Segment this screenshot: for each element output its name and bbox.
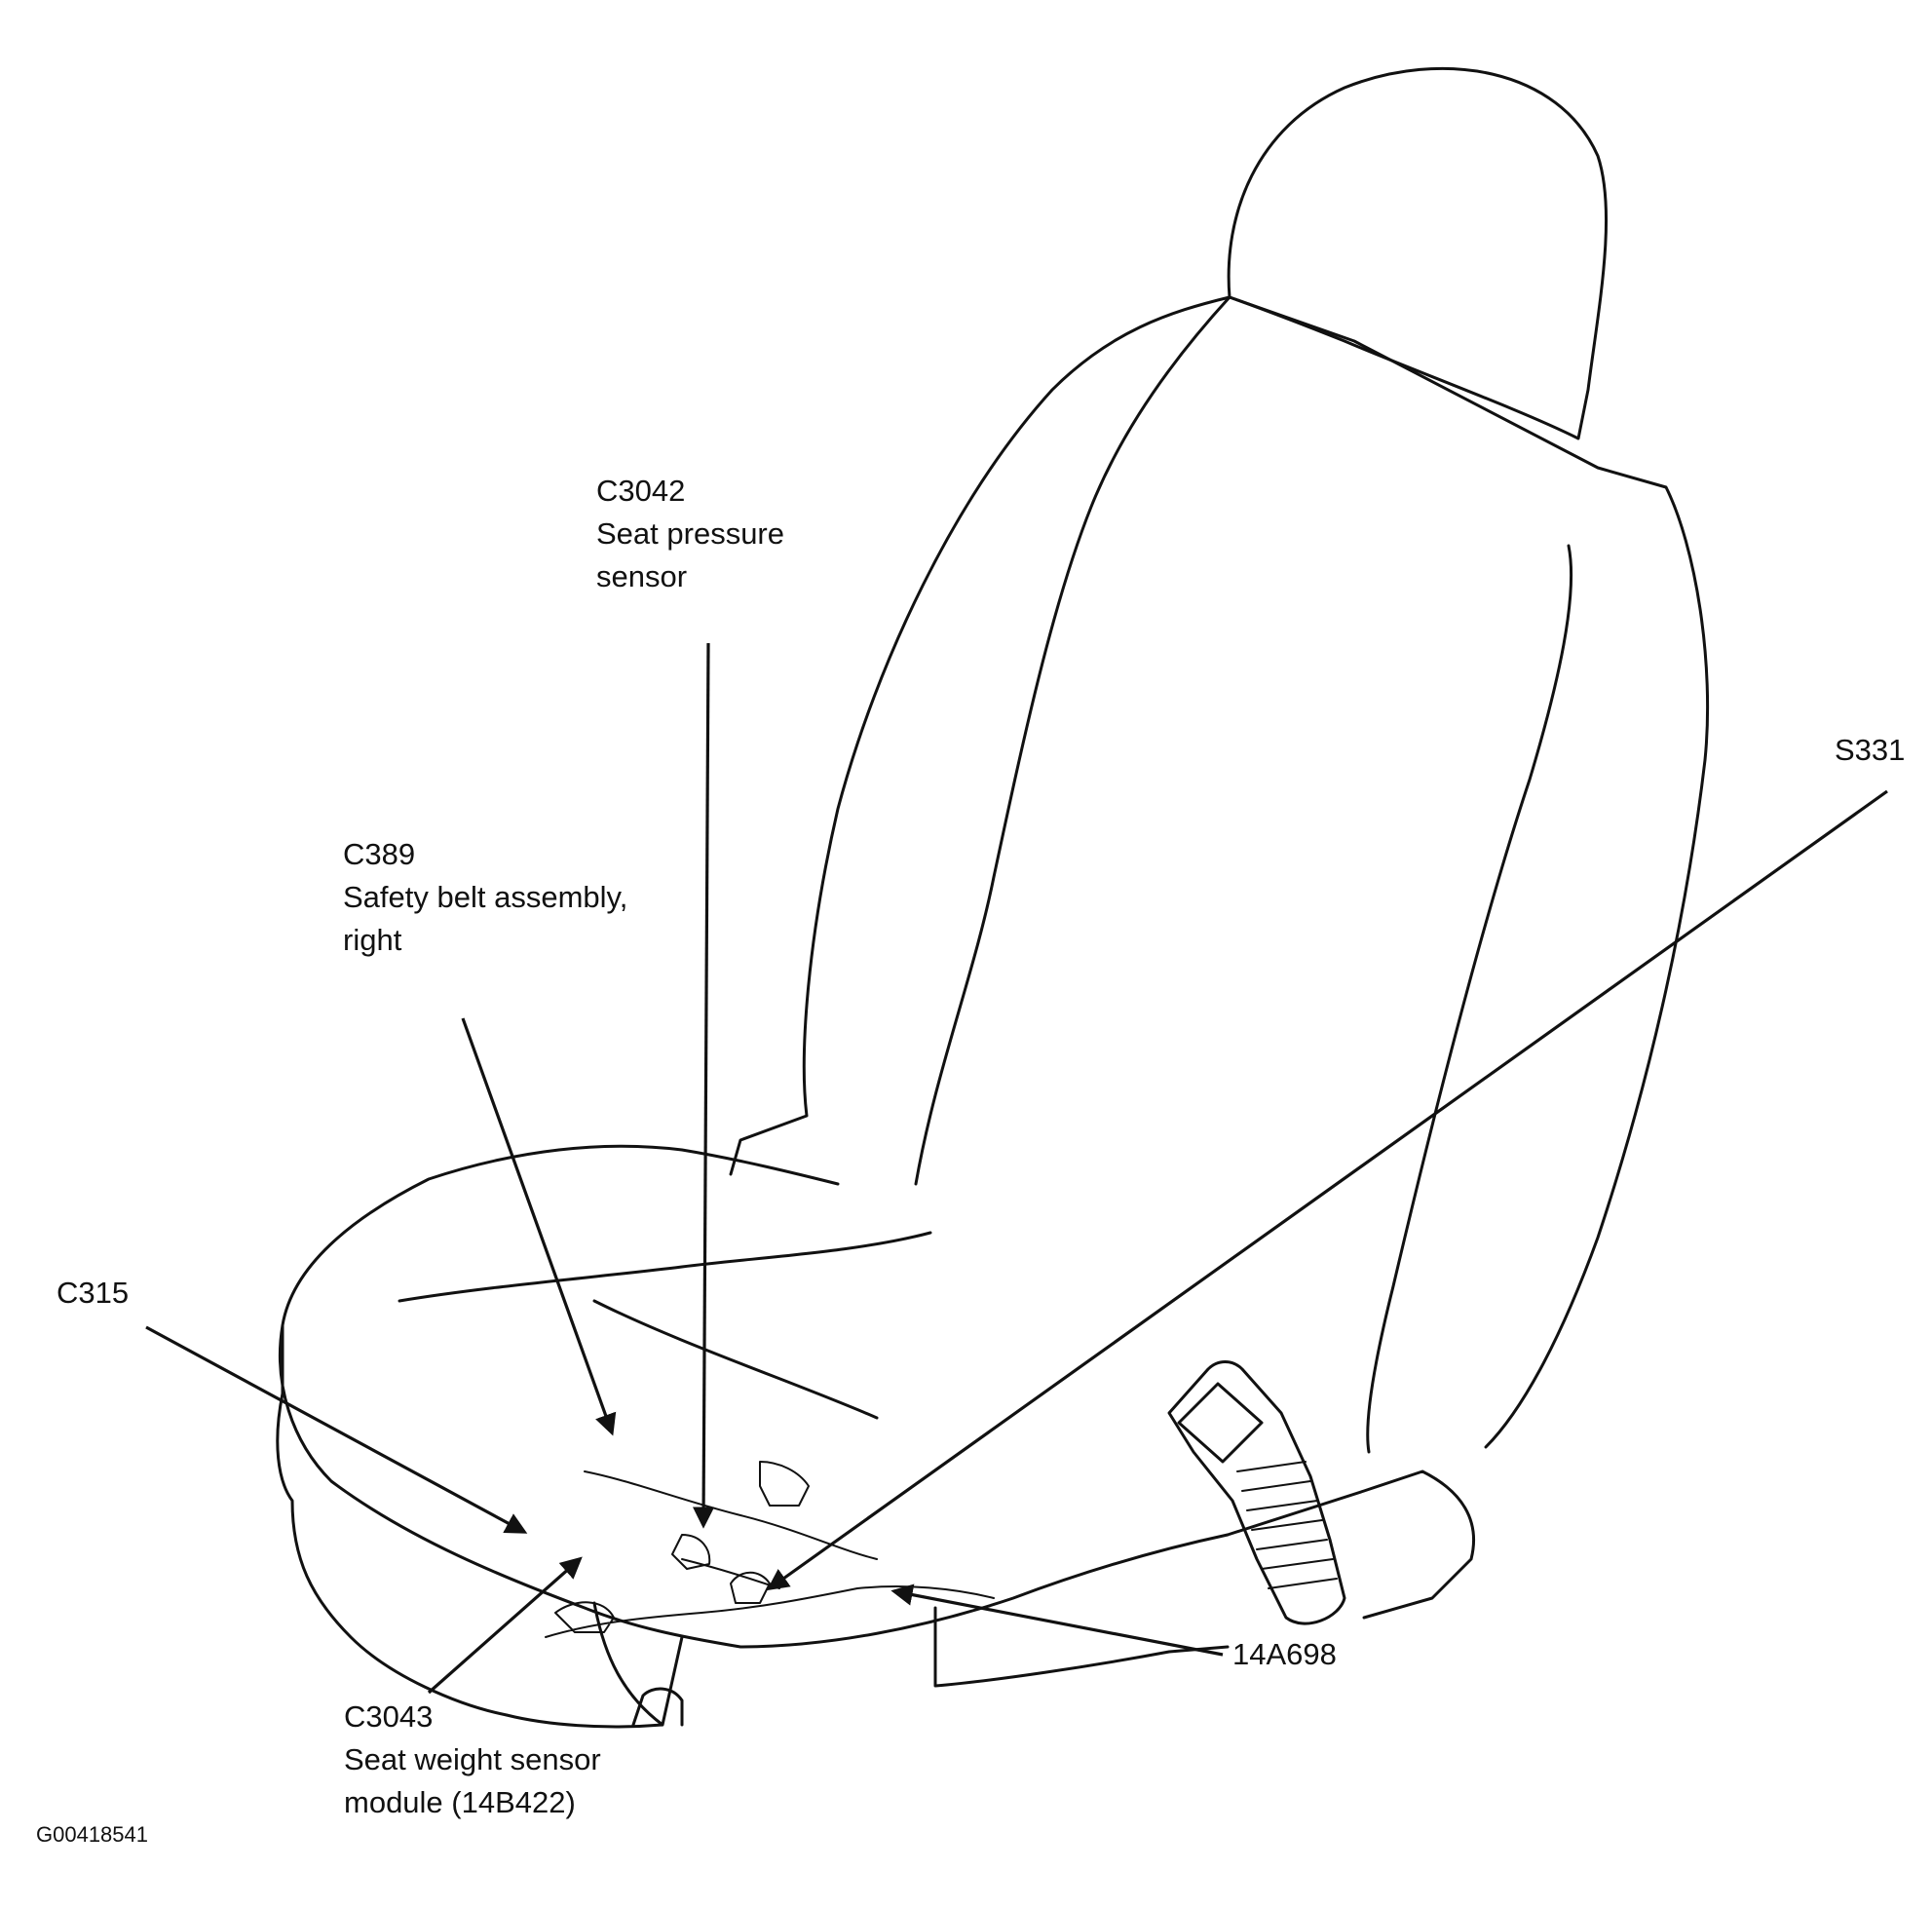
callout-14a698-code: 14A698 xyxy=(1232,1637,1337,1671)
seatback-outline xyxy=(729,295,1710,1454)
callout-c3043-desc1: Seat weight sensor xyxy=(344,1742,601,1776)
callout-s331: S331 xyxy=(1835,729,1905,772)
wiring-harness xyxy=(545,1461,995,1638)
callout-c315: C315 xyxy=(57,1272,129,1315)
seat-frame xyxy=(505,1469,1476,1729)
callout-c3042-code: C3042 xyxy=(596,474,686,508)
seat-belt-buckle xyxy=(1167,1360,1346,1625)
callout-c389-code: C389 xyxy=(343,837,416,871)
callout-c3043-desc2: module (14B422) xyxy=(344,1785,576,1819)
leader-c3043 xyxy=(427,1556,583,1695)
leader-c315 xyxy=(145,1325,528,1534)
leader-s331 xyxy=(766,789,1888,1591)
callout-14a698: 14A698 xyxy=(1232,1633,1337,1676)
figure-id: G00418541 xyxy=(36,1822,148,1847)
callout-c3043-code: C3043 xyxy=(344,1699,434,1734)
callout-c389-desc2: right xyxy=(343,923,402,957)
callout-c389-desc1: Safety belt assembly, xyxy=(343,880,628,914)
cushion-outline xyxy=(276,1144,1230,1717)
leader-c389 xyxy=(461,1017,617,1436)
callout-c3042-desc1: Seat pressure xyxy=(596,516,784,551)
callout-c389: C389 Safety belt assembly, right xyxy=(343,833,627,962)
leader-c3042 xyxy=(692,642,715,1529)
callout-c315-code: C315 xyxy=(57,1276,130,1310)
callout-c3043: C3043 Seat weight sensor module (14B422) xyxy=(344,1696,601,1824)
headrest-outline xyxy=(1227,66,1609,440)
callout-c3042-desc2: sensor xyxy=(596,559,688,593)
callout-c3042: C3042 Seat pressure sensor xyxy=(596,470,784,598)
callout-s331-code: S331 xyxy=(1835,733,1906,767)
leader-14a698 xyxy=(890,1584,1224,1657)
